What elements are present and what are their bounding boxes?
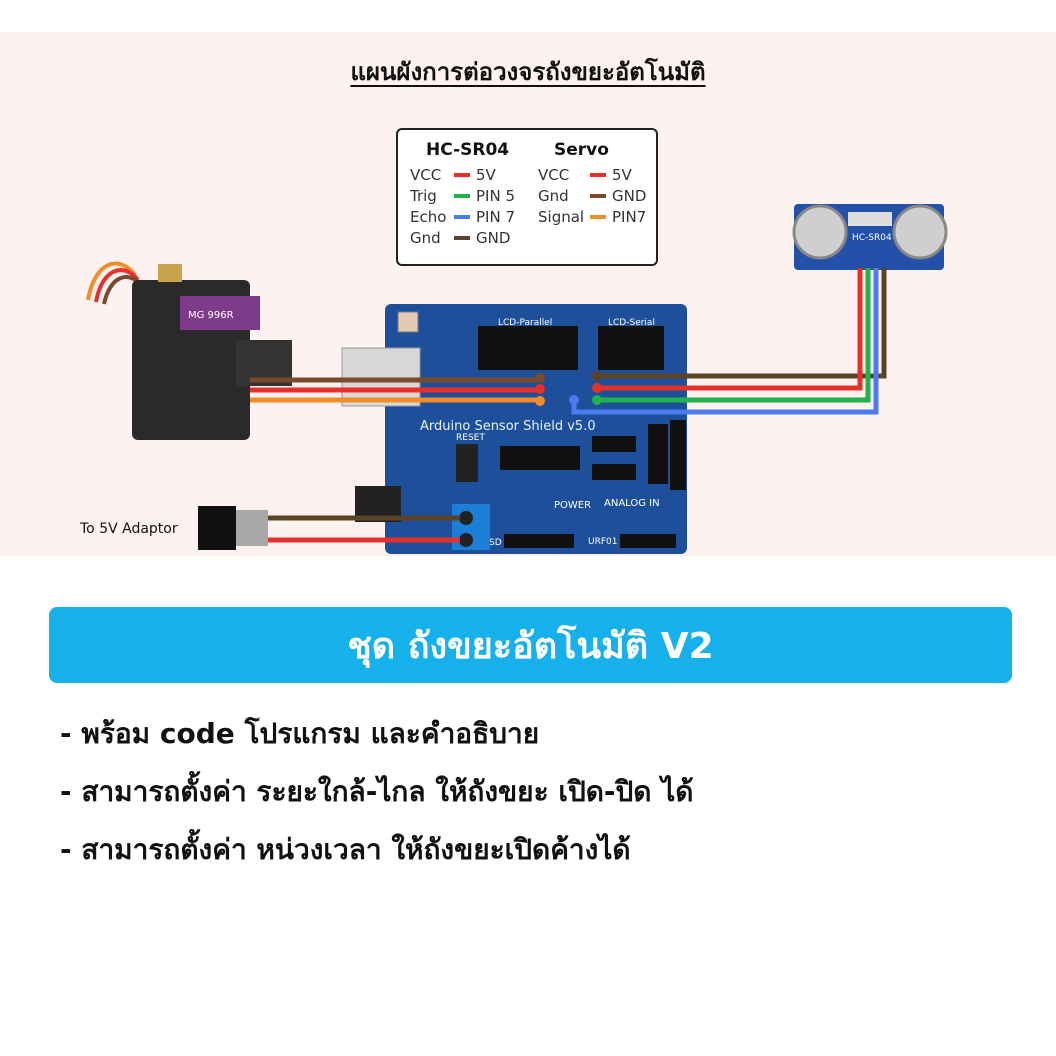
adaptor-sleeve [236, 510, 268, 546]
reset-label: RESET [456, 433, 485, 443]
terminal-screw-vcc [459, 533, 473, 547]
legend-hcsr04-connection: PIN 7 [476, 207, 516, 226]
product-banner: ชุด ถังขยะอัตโนมัติ V2 [49, 607, 1012, 683]
lcd-serial-label: LCD-Serial [608, 318, 655, 328]
legend-hcsr04-connection: 5V [476, 165, 496, 184]
legend-servo-pin: VCC [538, 165, 570, 184]
sensor-gnd-wire [597, 268, 887, 379]
legend-servo-row: VCC 5V [538, 164, 646, 185]
legend-servo-pin: Gnd [538, 186, 569, 205]
power-label: POWER [554, 500, 591, 511]
com-header [592, 436, 636, 452]
reset-button-top [397, 311, 419, 333]
terminal-screw-gnd [459, 511, 473, 525]
sensor-label: HC-SR04 [852, 233, 892, 243]
feature-item: - พร้อม code โปรแกรม และคำอธิบาย [60, 717, 540, 750]
legend-hcsr04-pin: Echo [410, 207, 447, 226]
urf-label: URF01 [588, 537, 617, 547]
legend-hcsr04: HC-SR04 VCC 5V Trig PIN 5 Echo PIN 7 Gnd GND [410, 140, 515, 248]
legend-servo-connection: GND [612, 186, 647, 205]
legend-hcsr04-row: Echo PIN 7 [410, 206, 515, 227]
legend-servo: Servo VCC 5V Gnd GND Signal PIN7 [538, 140, 646, 227]
legend-hcsr04-color-swatch [454, 235, 470, 240]
legend-servo-row: Signal PIN7 [538, 206, 646, 227]
sensor-crystal [848, 212, 892, 226]
sensor-wires [569, 268, 887, 415]
legend-hcsr04-pin: Trig [410, 186, 437, 205]
urf-header [620, 534, 676, 548]
legend-hcsr04-color-swatch [454, 172, 470, 177]
lcd-parallel-label: LCD-Parallel [498, 318, 552, 328]
power-header [504, 534, 574, 548]
legend-hcsr04-row: VCC 5V [410, 164, 515, 185]
legend-hcsr04-row: Trig PIN 5 [410, 185, 515, 206]
legend-hcsr04-color-swatch [454, 214, 470, 219]
legend-hcsr04-connection: GND [476, 228, 511, 247]
legend-hcsr04-color-swatch [454, 193, 470, 198]
sd-label: SD [489, 538, 502, 548]
power-adaptor [198, 506, 460, 550]
usb-port [341, 347, 421, 407]
legend-hcsr04-connection: PIN 5 [476, 186, 516, 205]
reset-button [456, 444, 478, 482]
sensor-transmitter [792, 204, 848, 260]
sensor-trig-wire [597, 268, 871, 403]
sensor-vcc-wire [597, 268, 863, 391]
adaptor-plug [198, 506, 236, 550]
io-header [500, 446, 580, 470]
sensor-receiver [892, 204, 948, 260]
servo-label: MG 996R [188, 310, 234, 321]
legend-servo-row: Gnd GND [538, 185, 646, 206]
legend-hcsr04-pin: Gnd [410, 228, 441, 247]
apc-header [648, 424, 668, 484]
ultrasonic-sensor: HC-SR04 [792, 204, 948, 270]
legend-servo-title: Servo [554, 140, 609, 160]
legend-servo-color-swatch [590, 193, 606, 198]
feature-item: - สามารถตั้งค่า หน่วงเวลา ให้ถังขยะเปิดค… [60, 833, 631, 866]
legend-servo-color-swatch [590, 214, 606, 219]
iic-header [592, 464, 636, 480]
servo-label-plate [180, 296, 260, 330]
feature-list: - พร้อม code โปรแกรม และคำอธิบาย - สามาร… [60, 712, 694, 886]
feature-item: - สามารถตั้งค่า ระยะใกล้-ไกล ให้ถังขยะ เ… [60, 775, 694, 808]
analog-label: ANALOG IN [604, 498, 660, 509]
legend-servo-connection: 5V [612, 165, 632, 184]
servo-wires [250, 373, 545, 406]
arduino-sensor-shield: LCD-Parallel LCD-Serial Arduino Sensor S… [341, 304, 687, 554]
lcd-serial-header [598, 326, 664, 370]
legend-hcsr04-row: Gnd GND [410, 227, 515, 248]
legend-hcsr04-title: HC-SR04 [426, 140, 510, 160]
lcd-parallel-header [478, 326, 578, 370]
legend-servo-color-swatch [590, 172, 606, 177]
servo-shaft [158, 264, 182, 282]
legend-servo-connection: PIN7 [612, 207, 647, 226]
bluetooth-header [670, 420, 686, 490]
adaptor-label: To 5V Adaptor [80, 521, 178, 537]
legend-servo-pin: Signal [538, 207, 585, 226]
sensor-echo-wire [571, 268, 879, 415]
board-label: Arduino Sensor Shield v5.0 [420, 419, 596, 434]
diagram-title: แผนผังการต่อวงจรถังขยะอัตโนมัติ [350, 58, 706, 86]
legend-hcsr04-pin: VCC [410, 165, 442, 184]
banner-text: ชุด ถังขยะอัตโนมัติ V2 [347, 625, 714, 667]
servo-motor: MG 996R [86, 261, 292, 440]
